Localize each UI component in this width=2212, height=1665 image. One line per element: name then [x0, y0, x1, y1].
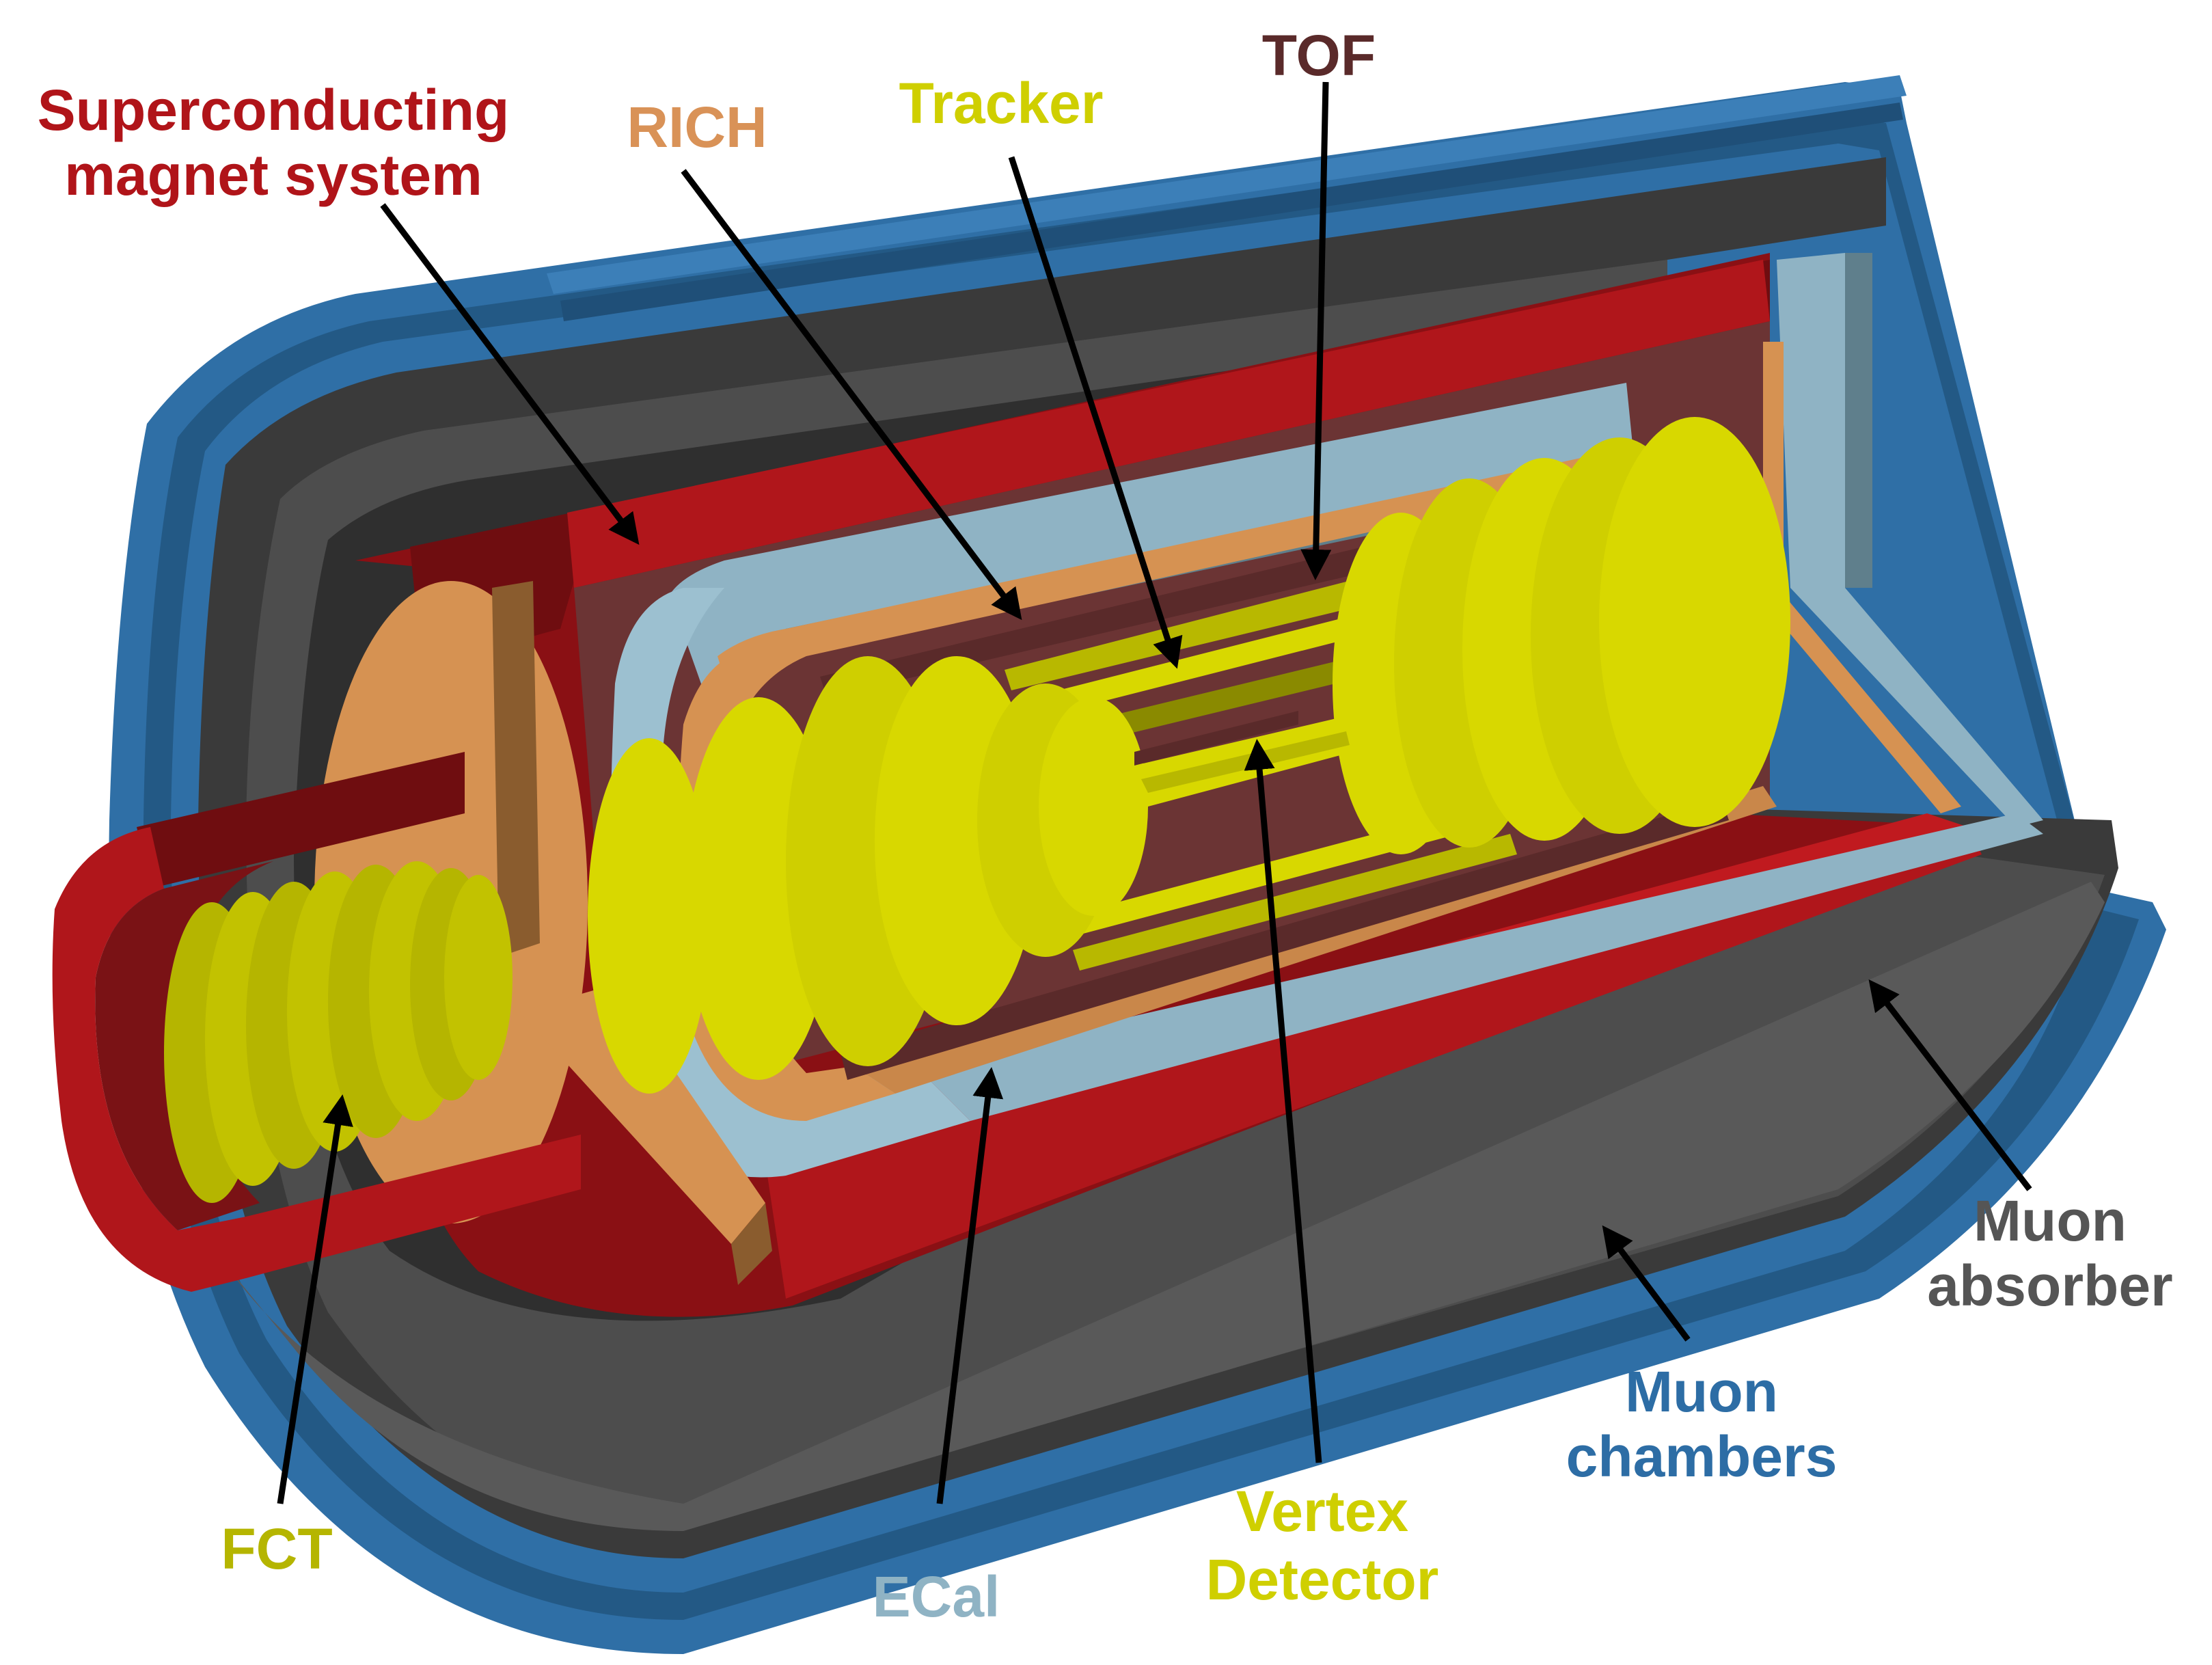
label-rich: RICH — [627, 95, 767, 159]
arrow-rich — [681, 169, 1022, 621]
label-vertex-line2: Detector — [1206, 1547, 1439, 1612]
arrow-magnet — [380, 203, 640, 545]
label-ecal: ECal — [873, 1565, 1000, 1629]
arrow-ecal — [936, 1067, 1004, 1504]
tracker — [588, 417, 1790, 1094]
arrow-vertex — [1244, 739, 1322, 1463]
label-magnet-line1: Superconducting — [38, 78, 510, 142]
label-tracker: Tracker — [899, 71, 1104, 135]
label-magnet-line2: magnet system — [64, 143, 482, 207]
arrow-tof — [1300, 81, 1332, 580]
labels: Superconducting magnet system RICH Track… — [38, 23, 2173, 1629]
front-magnet-nose — [52, 752, 581, 1292]
label-tof: TOF — [1262, 23, 1376, 87]
arrow-muon-absorber — [1868, 979, 2032, 1191]
label-vertex-line1: Vertex — [1236, 1479, 1408, 1543]
label-arrows — [277, 81, 2032, 1504]
arrow-muon-chambers — [1602, 1225, 1691, 1342]
arrow-tracker — [1008, 156, 1183, 669]
arrow-fct — [277, 1094, 353, 1504]
label-muon-absorber-line2: absorber — [1927, 1254, 2172, 1318]
fct — [164, 861, 513, 1203]
label-muon-absorber-line1: Muon — [1974, 1189, 2127, 1253]
label-muon-chambers-line2: chambers — [1566, 1424, 1838, 1489]
label-muon-chambers-line1: Muon — [1625, 1359, 1778, 1424]
label-fct: FCT — [221, 1517, 332, 1581]
